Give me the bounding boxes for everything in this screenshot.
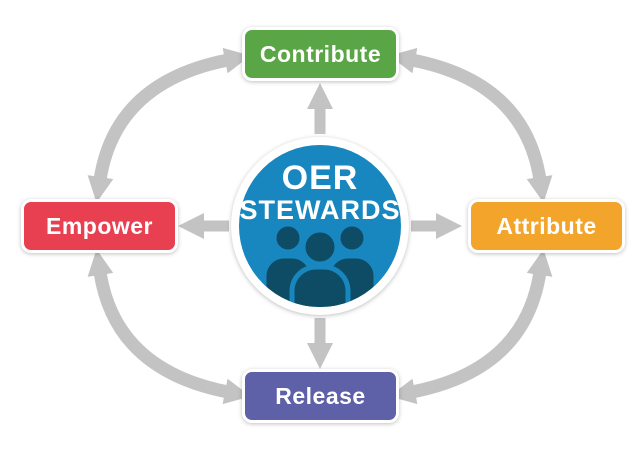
cycle-arrow-top-left: [87, 47, 251, 203]
node-contribute: Contribute: [242, 27, 399, 81]
person-center: [289, 227, 351, 307]
center-title-line2: STEWARDS: [239, 195, 400, 225]
node-empower-label: Empower: [45, 212, 154, 239]
node-release: Release: [242, 369, 399, 423]
node-attribute-label: Attribute: [496, 212, 597, 239]
cycle-arrow-bottom-right: [389, 249, 553, 405]
node-attribute: Attribute: [468, 199, 625, 253]
cycle-arrow-top-right: [389, 47, 553, 203]
node-release-label: Release: [275, 382, 366, 409]
cycle-arrow-bottom-left: [87, 249, 251, 405]
node-empower: Empower: [21, 199, 178, 253]
node-contribute-label: Contribute: [259, 40, 382, 67]
center-title-line1: OER: [282, 159, 359, 197]
center-badge: OER STEWARDS: [231, 137, 409, 315]
people-group-icon: [261, 221, 379, 307]
